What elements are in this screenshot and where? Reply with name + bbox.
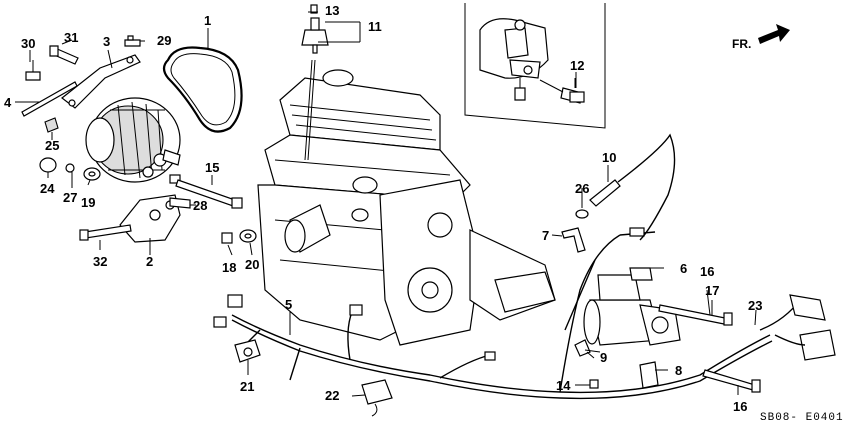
- alternator: [85, 97, 181, 184]
- callout-5: 5: [285, 297, 292, 312]
- callout-21: 21: [240, 379, 254, 394]
- starter-motor: [583, 267, 681, 346]
- callout-1: 1: [204, 13, 211, 28]
- callout-2: 2: [146, 254, 153, 269]
- callout-3: 3: [103, 34, 110, 49]
- callout-15: 15: [205, 160, 219, 175]
- switch-22: [361, 379, 393, 417]
- front-marker-label: FR.: [732, 37, 751, 51]
- callout-32: 32: [93, 254, 107, 269]
- wire-harness-main: [213, 227, 773, 400]
- callout-14: 14: [556, 378, 571, 393]
- callout-12: 12: [570, 58, 584, 73]
- callout-24: 24: [40, 181, 55, 196]
- callout-11: 11: [368, 19, 382, 34]
- bolt-32: [79, 224, 132, 241]
- callout-31: 31: [64, 30, 78, 45]
- callout-19: 19: [81, 195, 95, 210]
- bolt-17: [658, 304, 733, 326]
- oxygen-sensor: [575, 133, 676, 241]
- callout-16-lower: 16: [733, 399, 747, 414]
- sensor-12: [569, 91, 585, 103]
- callout-8: 8: [675, 363, 682, 378]
- bolt-15: [175, 179, 243, 209]
- diagram-code: SB08- E0401: [760, 412, 844, 424]
- adjuster-bracket: [61, 54, 141, 109]
- bolt-14: [589, 379, 599, 389]
- callout-23: 23: [748, 298, 762, 313]
- inset-detail: [464, 3, 606, 129]
- front-arrow-icon: [758, 24, 790, 44]
- callout-29: 29: [157, 33, 171, 48]
- callout-17: 17: [705, 283, 719, 298]
- bolt-28: [169, 197, 191, 209]
- bolt-16-lower: [702, 369, 761, 393]
- engine-block: [257, 59, 556, 346]
- drive-belt: [162, 46, 243, 133]
- callout-7: 7: [542, 228, 549, 243]
- callout-6: 6: [680, 261, 687, 276]
- leader-lines: [15, 11, 757, 397]
- callout-20: 20: [245, 257, 259, 272]
- washers-nuts: [39, 117, 101, 181]
- wire-clip-21: [234, 339, 261, 363]
- bolt-4: [21, 81, 78, 117]
- callout-9: 9: [600, 350, 607, 365]
- callout-10: 10: [602, 150, 616, 165]
- callout-26: 26: [575, 181, 589, 196]
- callout-13: 13: [325, 3, 339, 18]
- callout-30: 30: [21, 36, 35, 51]
- callout-18: 18: [222, 260, 236, 275]
- bolt-18-washer-20: [221, 229, 257, 244]
- bolt-31: [49, 45, 79, 65]
- callout-4: 4: [4, 95, 12, 110]
- callout-16-upper: 16: [700, 264, 714, 279]
- callout-28: 28: [193, 198, 207, 213]
- bolt-29: [124, 35, 141, 47]
- ground-cable: [759, 294, 836, 361]
- callout-25: 25: [45, 138, 59, 153]
- oil-pressure-switch: [301, 4, 329, 54]
- callout-27: 27: [63, 190, 77, 205]
- callout-labels: 1 2 3 4 5 6 7 8 9 10 11 12 13 14 15 16 1…: [4, 3, 762, 414]
- bracket-7: [561, 227, 586, 253]
- bolt-30: [25, 60, 41, 81]
- callout-22: 22: [325, 388, 339, 403]
- battery-cables: [574, 339, 659, 389]
